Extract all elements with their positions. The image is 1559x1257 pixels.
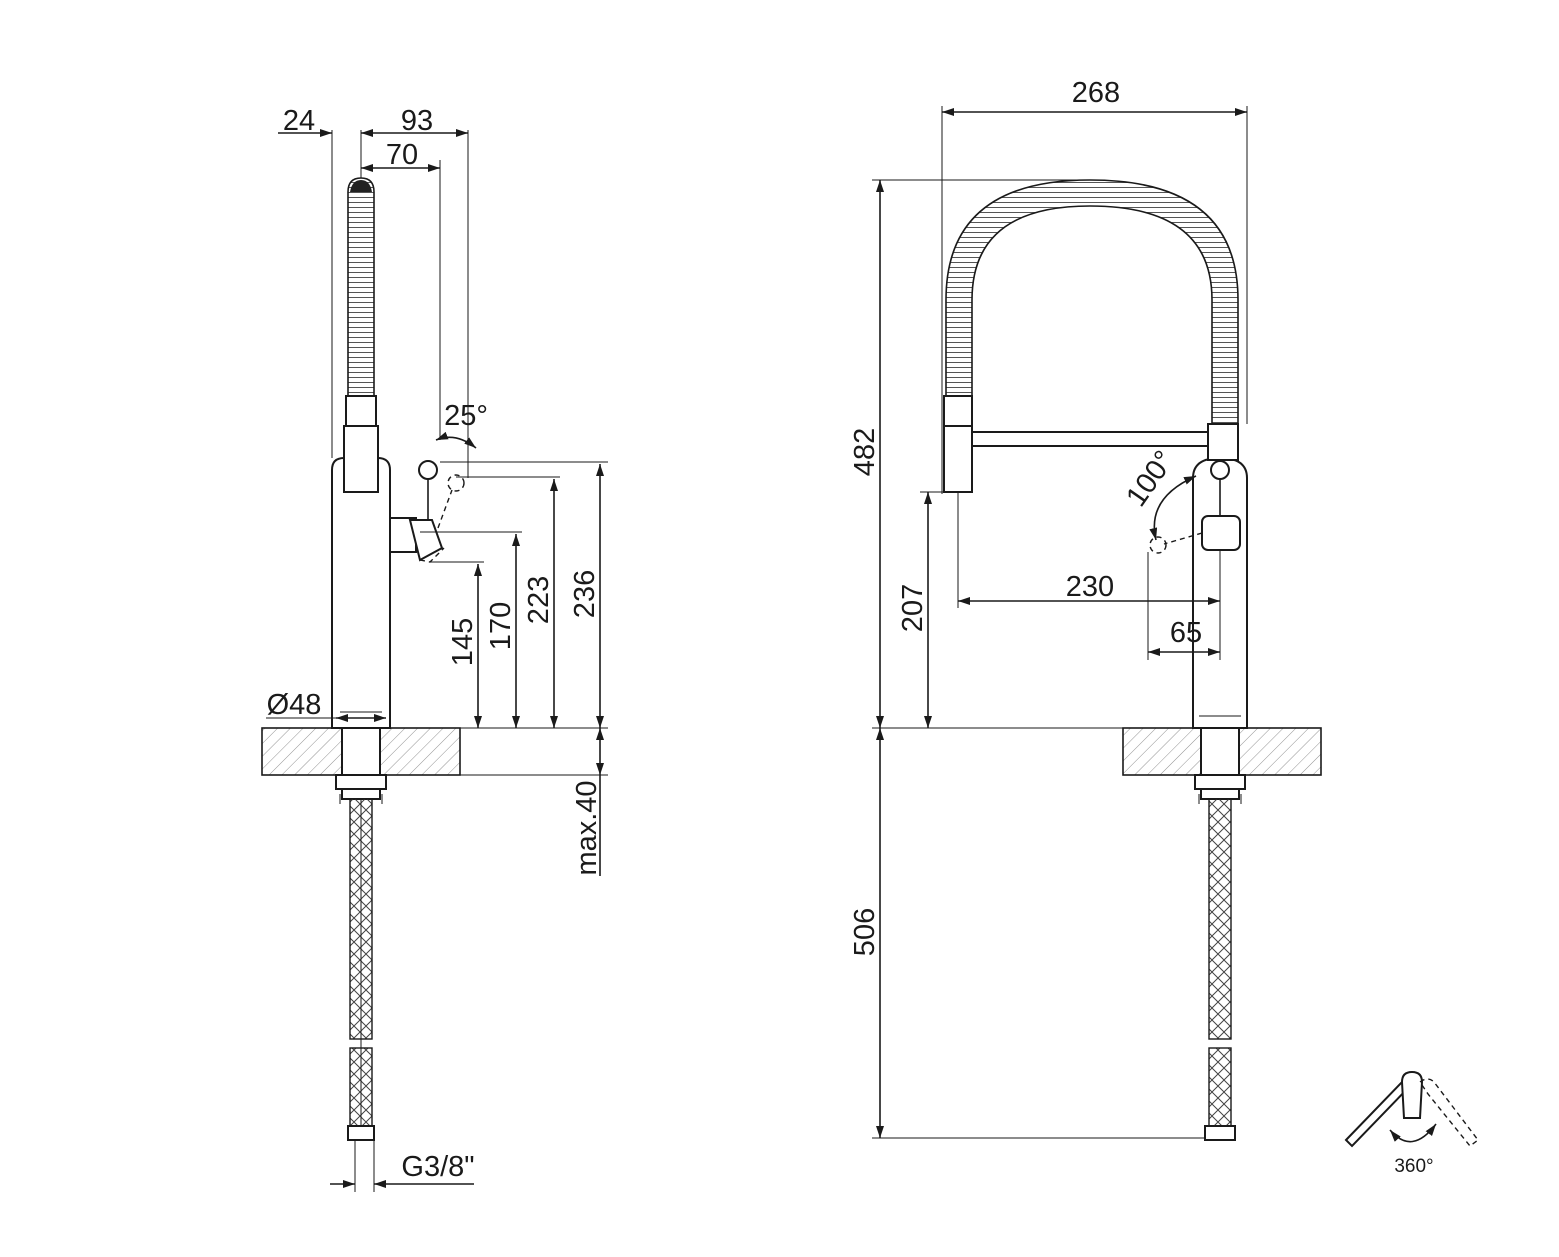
dim-height-total-front: 482 bbox=[849, 428, 881, 476]
dim-width-total: 268 bbox=[1072, 77, 1120, 109]
dim-depth-total: 93 bbox=[401, 105, 433, 137]
lever-knob-front bbox=[1210, 460, 1230, 480]
dim-reach: 230 bbox=[1066, 571, 1114, 603]
dim-lever-angle-side: 25° bbox=[444, 400, 488, 432]
spray-head-front bbox=[943, 425, 973, 493]
rotation-label: 360° bbox=[1394, 1156, 1433, 1177]
dim-connection-thread: G3/8" bbox=[401, 1151, 474, 1183]
dim-height-spout: 207 bbox=[897, 584, 929, 632]
lever-handle-front bbox=[1201, 515, 1241, 551]
dim-height-outlet: 145 bbox=[447, 618, 479, 666]
supply-hose-front bbox=[1208, 798, 1232, 1040]
dim-depth-lever: 70 bbox=[386, 139, 418, 171]
rotation-icon: 360° bbox=[1344, 1070, 1479, 1177]
spring-side bbox=[347, 177, 375, 397]
front-dimensions bbox=[872, 106, 1248, 1139]
dim-height-total-side: 236 bbox=[569, 570, 601, 618]
dim-spout-offset: 24 bbox=[283, 105, 315, 137]
mounting-shank bbox=[341, 727, 381, 776]
dim-height-lever: 223 bbox=[523, 576, 555, 624]
dim-height-lever-pivot: 170 bbox=[485, 602, 517, 650]
dim-base-diameter: Ø48 bbox=[267, 689, 322, 721]
faucet-body-side bbox=[331, 457, 391, 729]
lever-knob-side bbox=[418, 460, 438, 480]
side-view: 24 93 70 25° 145 170 223 236 Ø48 max.40 … bbox=[261, 105, 608, 1192]
dim-deck-thickness: max.40 bbox=[571, 780, 603, 875]
dim-lever-angle-front: 100° bbox=[1120, 445, 1181, 512]
arched-spring bbox=[945, 179, 1239, 425]
side-dimensions bbox=[266, 129, 608, 1192]
front-view: 268 482 207 230 65 100° 506 bbox=[849, 77, 1322, 1141]
dim-hose-length: 506 bbox=[849, 908, 881, 956]
dim-lever-reach: 65 bbox=[1170, 617, 1202, 649]
spray-head-side bbox=[343, 425, 379, 493]
horizontal-arm bbox=[971, 431, 1213, 447]
